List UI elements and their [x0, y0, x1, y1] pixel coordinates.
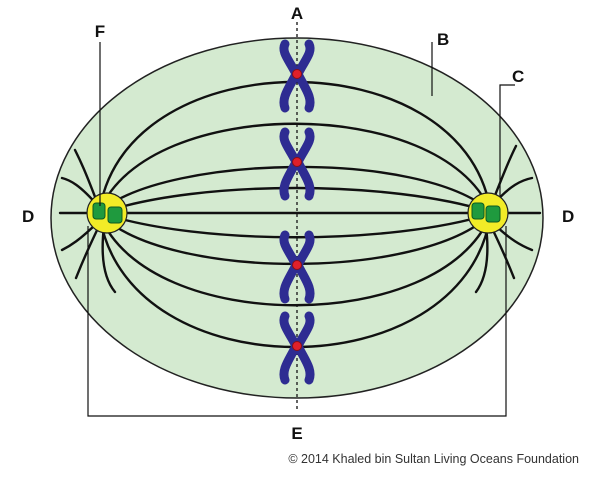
- leader-line-c: [499, 84, 515, 196]
- centrosome-right: [467, 192, 509, 234]
- label-a: A: [291, 4, 303, 23]
- chromatid-arm: [279, 262, 300, 304]
- chromatid-arm: [294, 39, 315, 77]
- label-d-left: D: [22, 207, 34, 226]
- aster-ray-left-5: [101, 224, 117, 294]
- chromatid-arm: [279, 311, 300, 349]
- chromosome: [279, 311, 315, 385]
- aster-ray-right-5: [474, 224, 489, 294]
- chromosomes: [279, 39, 315, 385]
- centromere: [292, 157, 302, 167]
- chromosome: [279, 127, 315, 201]
- chromatid-arm: [279, 39, 300, 77]
- chromatid-arm: [294, 262, 315, 304]
- label-b: B: [437, 30, 449, 49]
- chromatid-arm: [279, 343, 300, 385]
- chromatid-arm: [294, 230, 315, 268]
- label-c: C: [512, 67, 524, 86]
- leader-lines: [87, 42, 515, 417]
- leader-line-e: [87, 226, 507, 417]
- spindle-fiber-upper-4: [102, 186, 492, 214]
- chromatid-arm: [279, 71, 300, 113]
- label-d-right: D: [562, 207, 574, 226]
- chromatid-arm: [294, 311, 315, 349]
- centrosome-left: [86, 192, 128, 234]
- chromosome: [279, 230, 315, 304]
- chromatid-arm: [294, 159, 315, 201]
- spindle-fiber-upper-2: [98, 122, 492, 212]
- centromere: [292, 341, 302, 351]
- cell-membrane: [50, 37, 544, 399]
- centromere: [292, 260, 302, 270]
- chromatid-arm: [279, 127, 300, 165]
- centromere: [292, 69, 302, 79]
- centriole-left-2: [107, 206, 123, 224]
- chromatid-arm: [294, 343, 315, 385]
- chromatid-arm: [294, 71, 315, 113]
- centriole-right-1: [471, 202, 485, 220]
- chromatid-arm: [294, 127, 315, 165]
- centriole-left-1: [92, 202, 106, 220]
- label-e: E: [291, 424, 302, 443]
- aster-ray-left-4: [74, 222, 102, 280]
- chromatid-arm: [279, 159, 300, 201]
- copyright-text: © 2014 Khaled bin Sultan Living Oceans F…: [288, 452, 579, 466]
- label-f: F: [95, 22, 105, 41]
- centriole-right-2: [485, 205, 501, 223]
- spindle-fiber-lower-4: [102, 212, 492, 239]
- spindle-fiber-lower-2: [98, 214, 492, 307]
- chromatid-arm: [279, 230, 300, 268]
- chromosome: [279, 39, 315, 113]
